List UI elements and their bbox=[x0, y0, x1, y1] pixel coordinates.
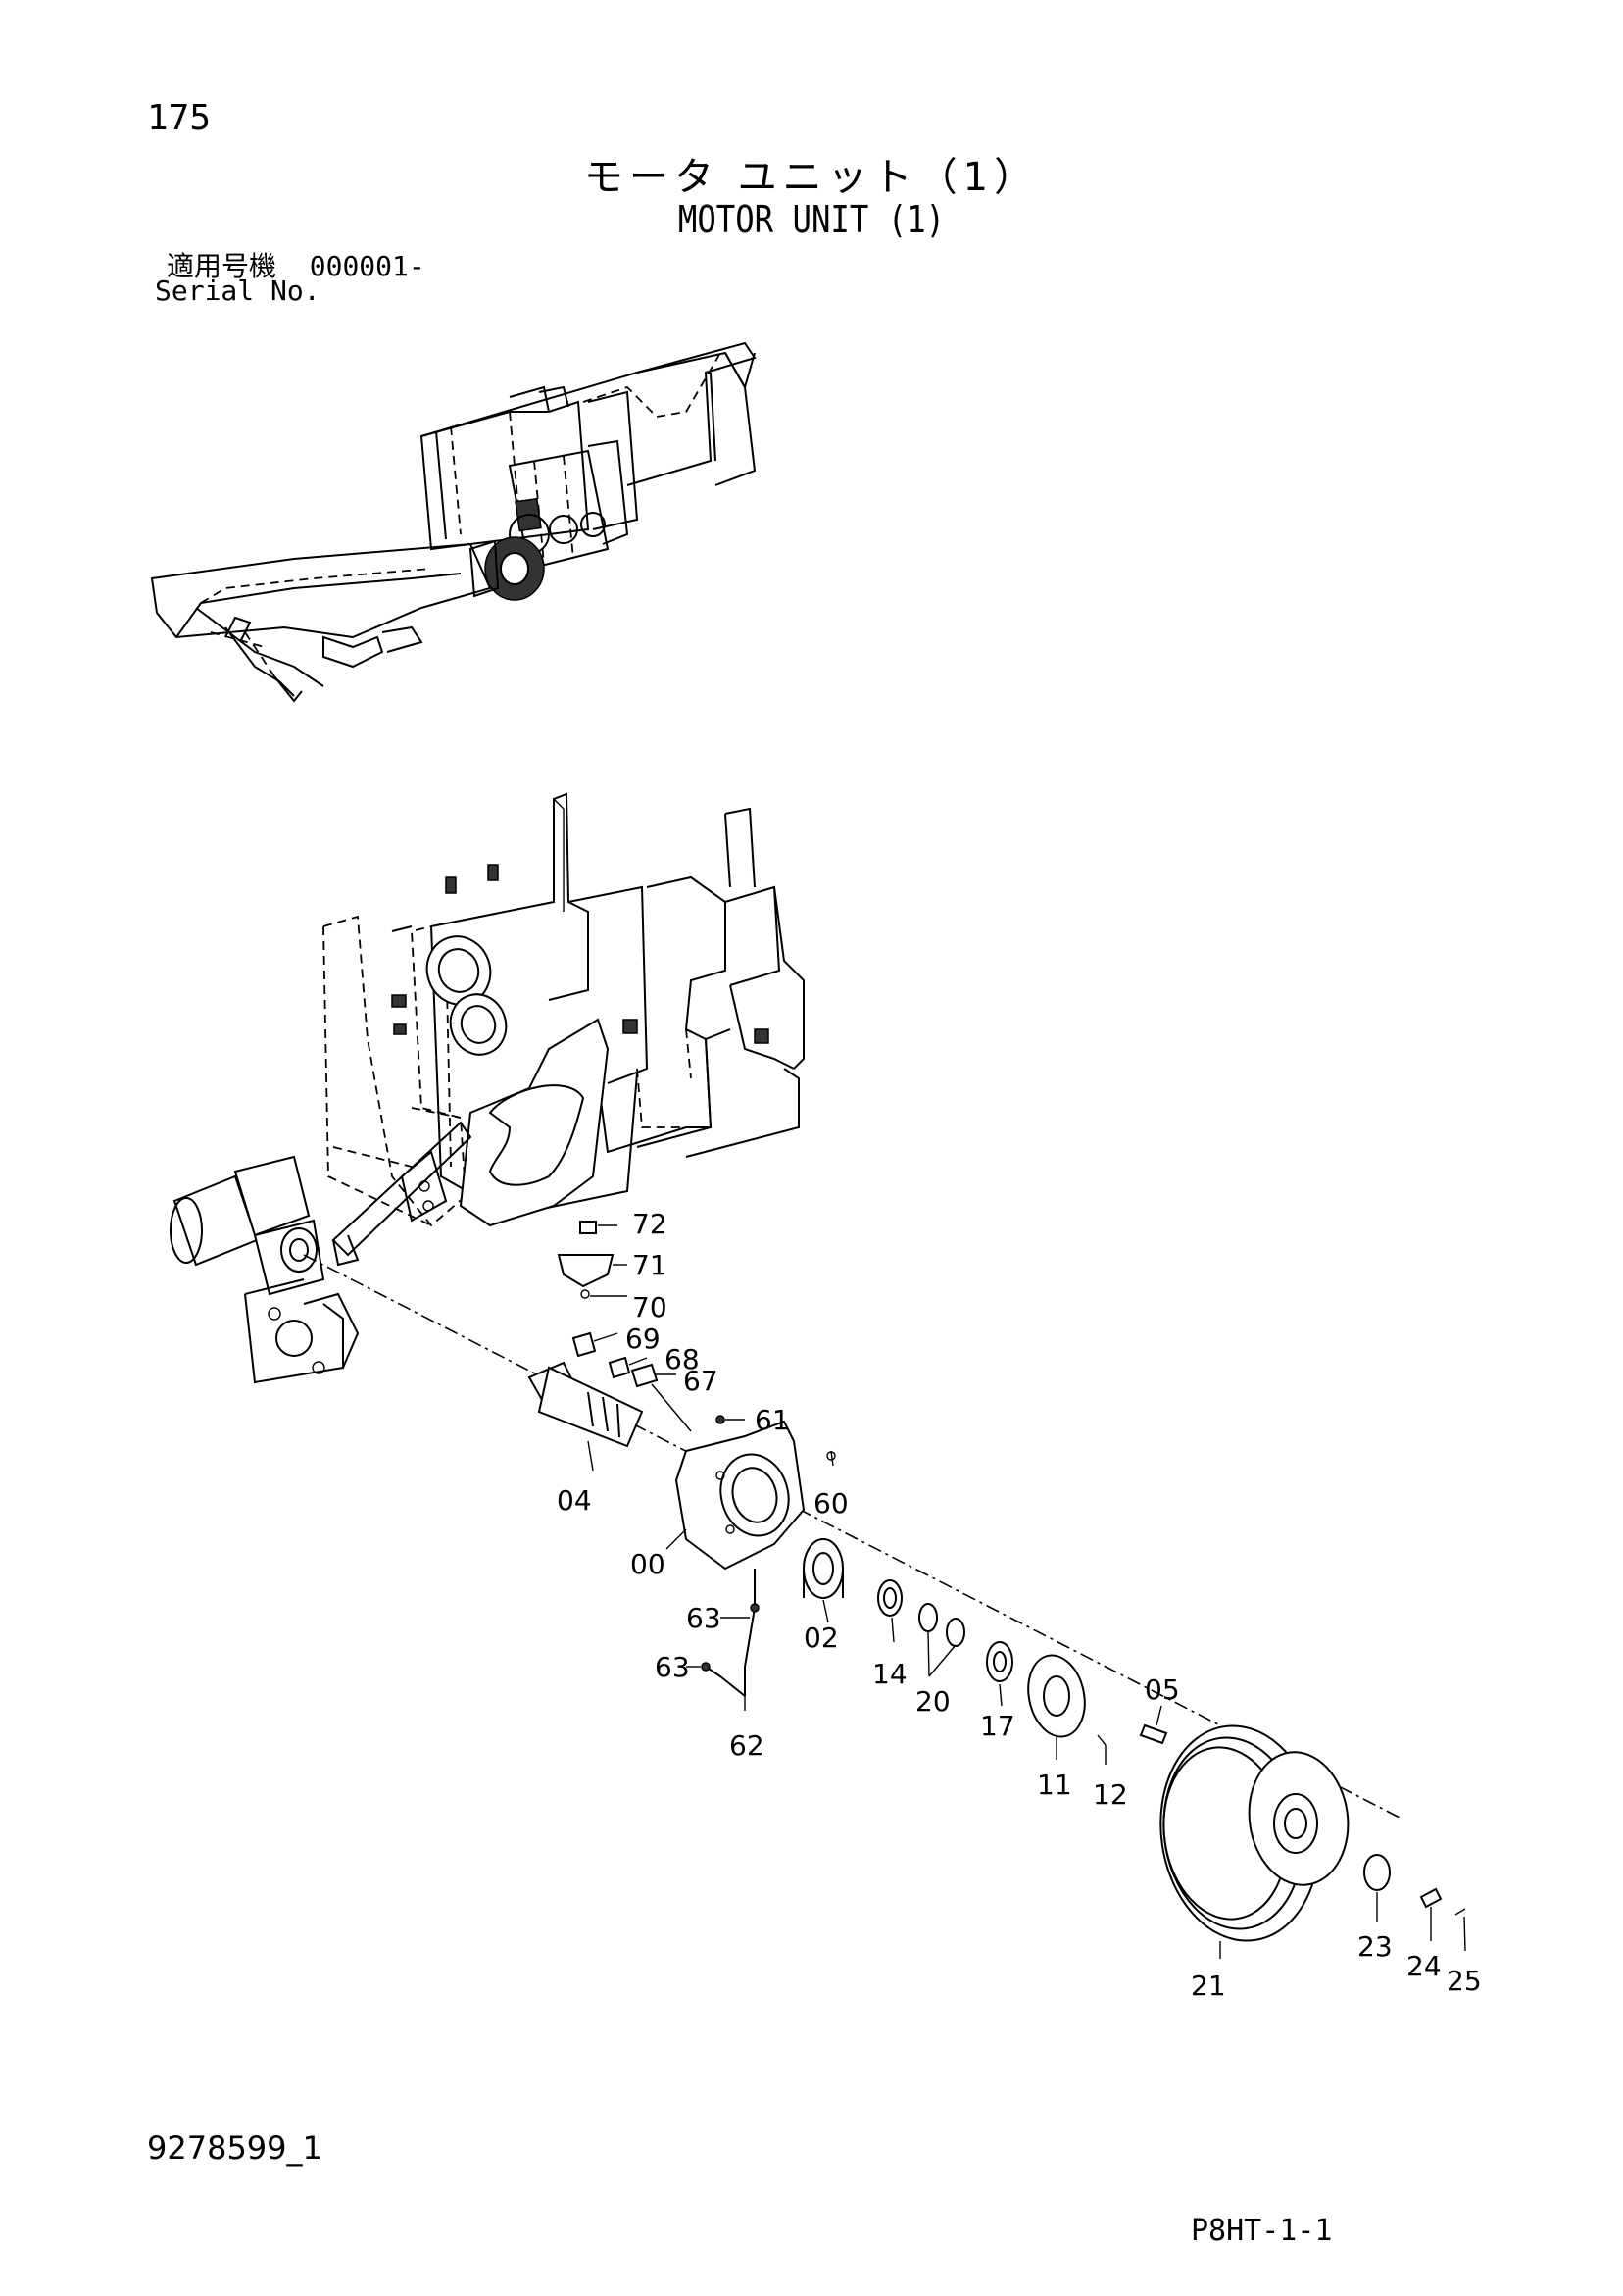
part-label-04: 04 bbox=[557, 1484, 592, 1517]
page-number: 175 bbox=[147, 98, 212, 138]
serial-label-japanese: 適用号機 bbox=[167, 250, 277, 282]
part-label-05: 05 bbox=[1145, 1673, 1180, 1706]
part-label-00: 00 bbox=[630, 1548, 665, 1580]
serial-label-english: Serial No. bbox=[155, 275, 320, 307]
part-label-62: 62 bbox=[729, 1729, 764, 1762]
part-label-17: 17 bbox=[980, 1710, 1015, 1742]
part-label-02: 02 bbox=[804, 1622, 839, 1654]
part-label-23: 23 bbox=[1357, 1930, 1393, 1963]
page-title-japanese: モータ ユニット（1） bbox=[583, 155, 1040, 200]
part-label-60: 60 bbox=[813, 1487, 849, 1520]
part-label-68: 68 bbox=[664, 1343, 700, 1375]
part-label-70: 70 bbox=[632, 1291, 667, 1323]
part-label-67: 67 bbox=[683, 1365, 718, 1397]
part-label-61: 61 bbox=[755, 1404, 790, 1436]
part-label-63-lower: 63 bbox=[655, 1651, 690, 1683]
sheet-code: P8HT-1-1 bbox=[1191, 2214, 1333, 2248]
part-label-72: 72 bbox=[632, 1208, 667, 1240]
drawing-number: 9278599_1 bbox=[147, 2129, 322, 2167]
part-label-71: 71 bbox=[632, 1249, 667, 1281]
page-title-english: MOTOR UNIT (1) bbox=[677, 198, 946, 241]
part-label-69: 69 bbox=[625, 1323, 661, 1355]
part-label-14: 14 bbox=[872, 1658, 908, 1690]
serial-value: 000001- bbox=[309, 250, 425, 282]
serial-applicability: 適用号機 000001- bbox=[167, 245, 425, 284]
part-label-12: 12 bbox=[1093, 1778, 1128, 1811]
part-label-21: 21 bbox=[1191, 1970, 1226, 2002]
machine-overview-drawing bbox=[150, 341, 757, 703]
part-label-24: 24 bbox=[1406, 1950, 1442, 1982]
part-label-63-upper: 63 bbox=[686, 1602, 721, 1634]
part-label-25: 25 bbox=[1447, 1965, 1482, 1997]
part-label-20: 20 bbox=[915, 1685, 951, 1718]
part-label-11: 11 bbox=[1037, 1769, 1072, 1801]
